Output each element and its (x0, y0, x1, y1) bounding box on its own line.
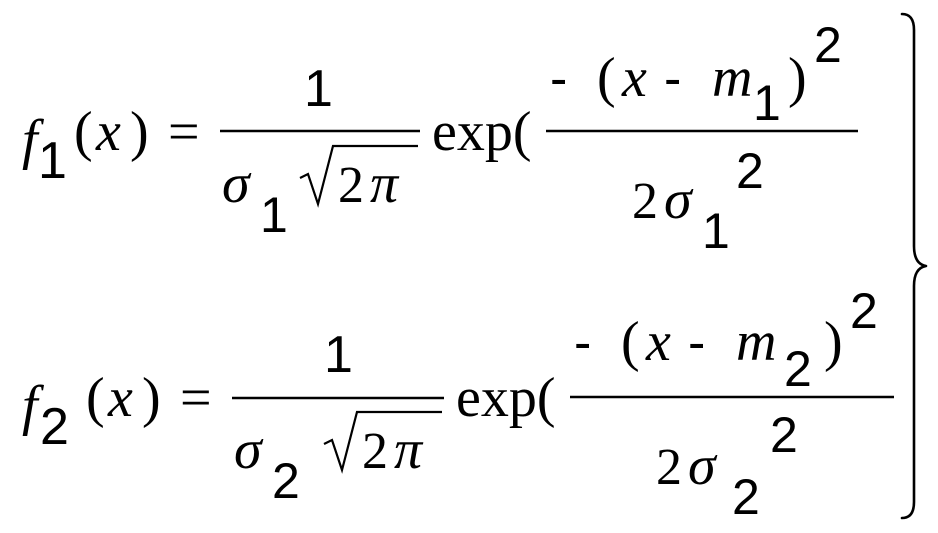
eq1-exp-num-power: 2 (814, 17, 842, 73)
eq2-open-paren: ( (86, 367, 105, 429)
eq1-equals: = (168, 101, 200, 163)
eq1-open-paren: ( (74, 101, 93, 163)
equation-1: f 1 ( x ) = 1 σ 1 2 π exp( - ( x - m 1 )… (22, 17, 858, 259)
eq2-exp-close-paren: ) (824, 311, 843, 373)
eq1-exp-den-power: 2 (736, 143, 764, 199)
eq2-var-x: x (107, 367, 133, 429)
eq2-exp-open-paren: ( (621, 311, 640, 373)
eq2-sqrt-icon (323, 410, 442, 474)
eq1-coef-sigma: σ (222, 153, 252, 215)
eq1-sqrt-icon (299, 144, 418, 208)
eq2-exp-m: m (736, 311, 776, 373)
eq2-exp-label: exp( (456, 367, 556, 429)
eq2-exp-den-power: 2 (770, 407, 798, 463)
eq2-exp-minus: - (688, 314, 705, 372)
eq1-sqrt-pi: π (370, 153, 400, 215)
eq1-f-sub: 1 (38, 132, 67, 190)
eq2-exp-neg: - (574, 314, 591, 372)
eq1-exp-neg: - (550, 50, 567, 108)
eq2-coef-sigma-sub: 2 (272, 453, 300, 509)
eq2-equals: = (180, 367, 212, 429)
eq1-close-paren: ) (130, 101, 149, 163)
eq1-sqrt-two: 2 (338, 157, 364, 214)
eq1-coef-sigma-sub: 1 (260, 187, 288, 243)
eq2-coef-sigma: σ (234, 419, 264, 481)
eq2-exp-var-x: x (645, 311, 671, 373)
eq2-close-paren: ) (142, 367, 161, 429)
eq1-exp-close-paren: ) (788, 47, 807, 109)
eq1-coef-numerator: 1 (304, 60, 333, 118)
eq1-exp-den-sigma-sub: 1 (702, 203, 730, 259)
eq2-exp-den-sigma: σ (688, 435, 718, 497)
eq1-exp-var-x: x (621, 47, 647, 109)
eq1-exp-label: exp( (432, 101, 532, 163)
eq2-exp-num-power: 2 (850, 283, 878, 339)
eq2-coef-numerator: 1 (324, 326, 353, 384)
eq2-exp-den-sigma-sub: 2 (732, 469, 760, 525)
eq2-sqrt-two: 2 (362, 423, 388, 480)
eq2-exp-den-two: 2 (656, 439, 682, 496)
equation-2: f 2 ( x ) = 1 σ 2 2 π exp( - ( x - m 2 )… (22, 283, 894, 525)
eq2-exp-m-sub: 2 (784, 341, 812, 397)
eq1-exp-minus: - (664, 50, 681, 108)
eq2-f-sub: 2 (40, 398, 69, 456)
eq1-var-x: x (95, 101, 121, 163)
eq1-exp-m-sub: 1 (753, 75, 781, 131)
eq1-exp-m: m (712, 47, 752, 109)
eq1-exp-open-paren: ( (597, 47, 616, 109)
eq2-sqrt-pi: π (394, 419, 424, 481)
right-brace-icon (900, 12, 928, 520)
eq1-exp-den-two: 2 (632, 173, 658, 230)
eq1-exp-den-sigma: σ (664, 169, 694, 231)
